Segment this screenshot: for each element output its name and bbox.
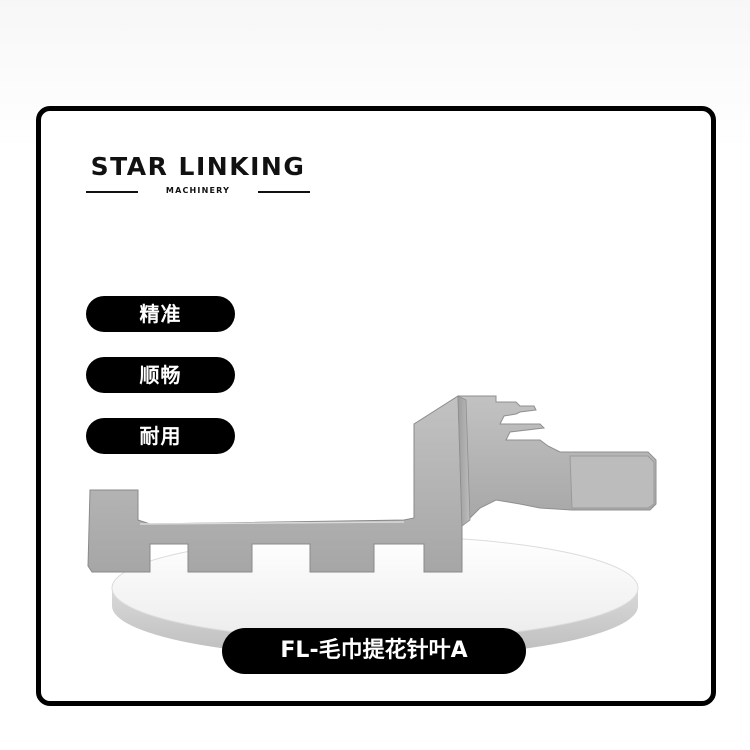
logo-divider-right bbox=[258, 191, 310, 193]
feature-badge-smooth: 顺畅 bbox=[86, 357, 235, 393]
brand-name: STAR LINKING bbox=[90, 152, 306, 181]
brand-logo: STAR LINKING MACHINERY bbox=[86, 152, 310, 200]
logo-divider-left bbox=[86, 191, 138, 193]
brand-subtitle: MACHINERY bbox=[165, 186, 231, 195]
product-name-label: FL-毛巾提花针叶A bbox=[222, 628, 526, 674]
needle-blade-part bbox=[87, 395, 657, 573]
feature-badge-precise: 精准 bbox=[86, 296, 235, 332]
feature-badge-durable: 耐用 bbox=[86, 418, 235, 454]
